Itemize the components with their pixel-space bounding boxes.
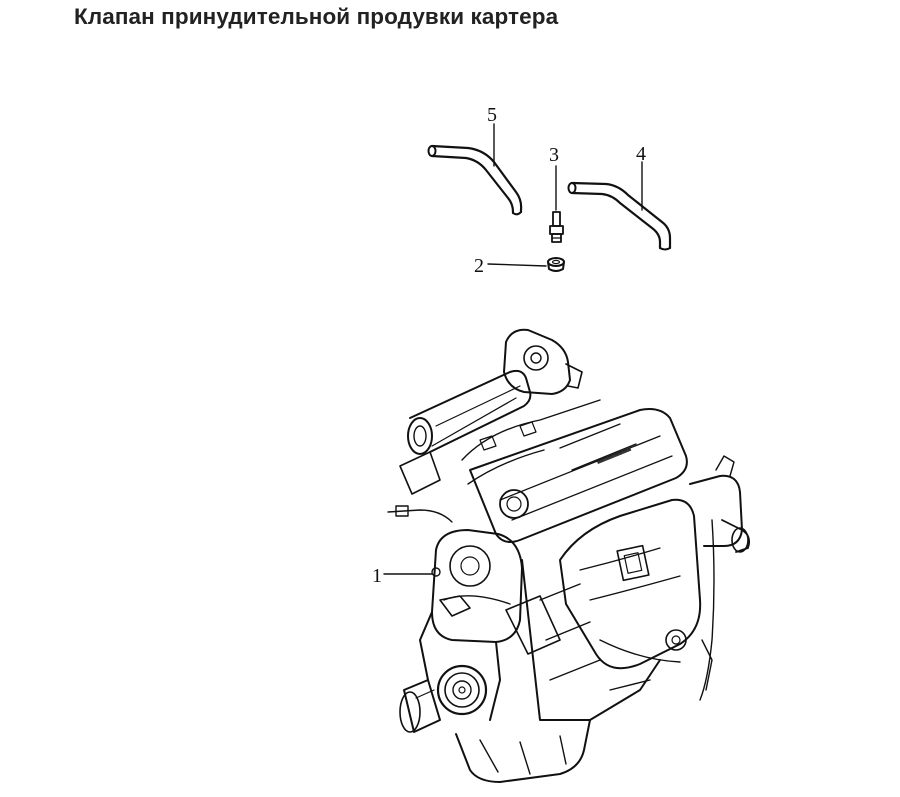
part-4-hose xyxy=(567,181,672,251)
callout-1: 1 xyxy=(372,565,433,587)
part-3-pcv-valve xyxy=(549,211,564,243)
callout-4-label: 4 xyxy=(636,143,646,165)
callout-1-label: 1 xyxy=(372,565,382,587)
callout-5: 5 xyxy=(487,104,497,167)
callout-2: 2 xyxy=(474,255,547,277)
callout-3: 3 xyxy=(549,144,559,211)
callout-2-label: 2 xyxy=(474,255,484,277)
callout-4: 4 xyxy=(636,143,646,211)
callout-5-label: 5 xyxy=(487,104,497,126)
engine-assembly: ▬▬▬▬ xyxy=(387,328,751,783)
part-5-hose xyxy=(427,144,523,216)
callout-3-label: 3 xyxy=(549,144,559,166)
svg-text:▬▬▬▬: ▬▬▬▬ xyxy=(595,443,632,466)
page-title: Клапан принудительной продувки картера xyxy=(74,4,559,29)
part-2-grommet xyxy=(547,257,565,272)
